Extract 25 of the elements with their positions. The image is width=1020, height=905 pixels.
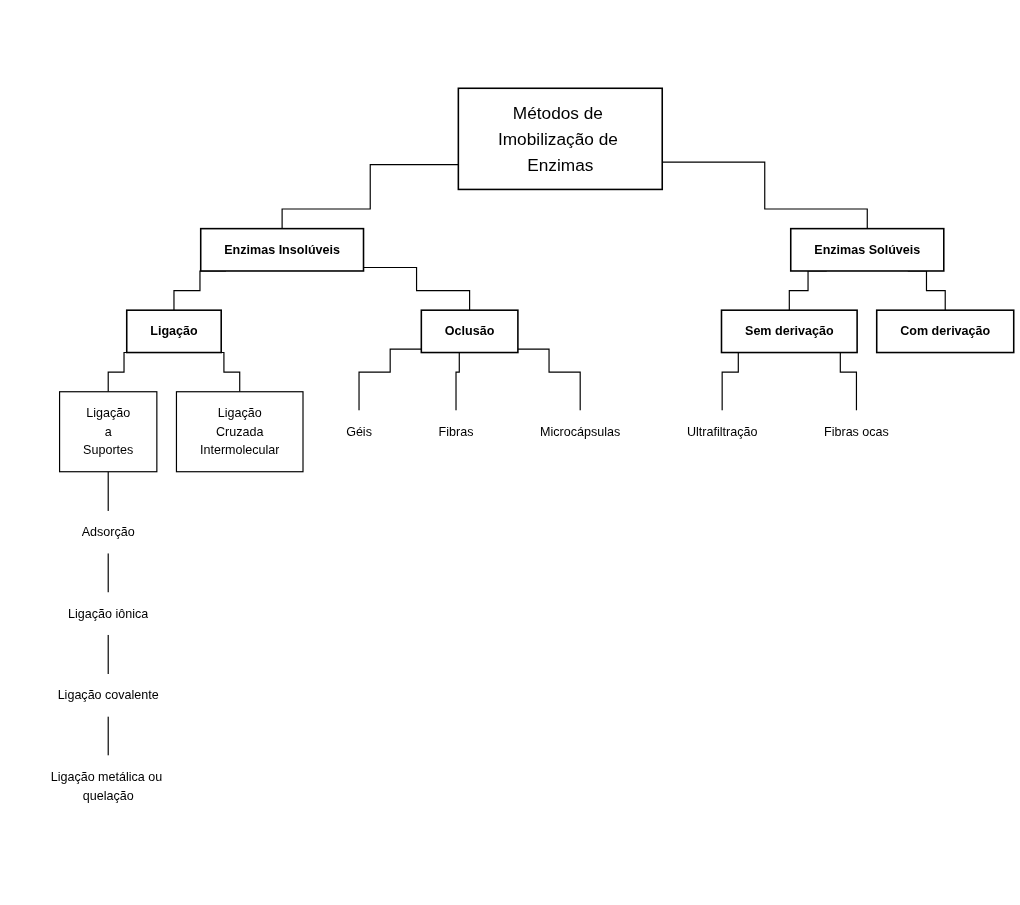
node-box: Oclusão	[420, 309, 519, 354]
node-text: Microcápsulas	[540, 424, 621, 438]
node-box: Ligação	[125, 309, 222, 354]
connector	[358, 348, 422, 412]
node-box: Ligação Cruzada Intermolecular	[175, 391, 304, 473]
node-text: Géis	[346, 424, 372, 438]
node-text: Adsorção	[81, 525, 135, 539]
connector	[281, 163, 459, 230]
node-box: Enzimas Solúveis	[789, 227, 945, 272]
node-box: Ligação a Suportes	[59, 391, 158, 473]
connector	[107, 552, 109, 594]
connector	[107, 715, 109, 757]
node-box: Sem derivação	[720, 309, 858, 354]
node-box: Com derivação	[875, 309, 1015, 354]
node-text: Ultrafiltração	[686, 424, 758, 438]
node-text: Ligação covalente	[57, 688, 159, 702]
connector	[107, 471, 109, 512]
node-box: Enzimas Insolúveis	[199, 227, 365, 272]
node-text: Ligação iônica	[68, 606, 149, 620]
node-text: Ligação metálica ou quelação	[50, 769, 163, 802]
node-box: Métodos de Imobilização de Enzimas	[457, 87, 663, 191]
connector	[107, 634, 109, 675]
connector	[517, 348, 581, 412]
node-text: Fibras ocas	[824, 424, 889, 438]
node-text: Fibras	[438, 424, 474, 438]
